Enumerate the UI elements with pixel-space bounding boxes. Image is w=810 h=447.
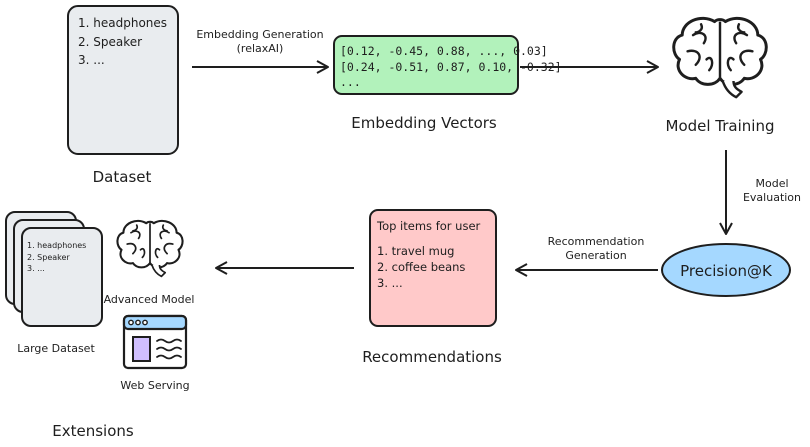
recommendation-generation-arrow	[515, 263, 658, 277]
advanced-model-node	[116, 219, 184, 278]
browser-dot-3	[142, 319, 148, 326]
embedding-generation-arrow	[192, 60, 329, 74]
recommendations-label: Recommendations	[362, 348, 502, 366]
embedding-vectors-box	[333, 35, 519, 95]
recommendation-generation-label-line1: Recommendation	[548, 235, 645, 248]
browser-dot-2	[135, 319, 141, 326]
recommendation-item-3: 3. ...	[377, 276, 403, 290]
large-dataset-card-front	[21, 227, 103, 327]
browser-content-panel	[132, 336, 151, 362]
large-dataset-node: 1. headphones 2. Speaker 3. ...	[5, 211, 103, 327]
dataset-label: Dataset	[93, 168, 152, 186]
dataset-item-2: 2. Speaker	[78, 35, 142, 49]
brain-icon	[672, 16, 768, 99]
dataset-item-3: 3. ...	[78, 53, 105, 67]
large-dataset-item-1: 1. headphones	[27, 241, 86, 250]
advanced-model-label: Advanced Model	[104, 293, 195, 306]
embedding-vectors-node: [0.12, -0.45, 0.88, ..., 0.03] [0.24, -0…	[333, 35, 562, 95]
recommendations-node: Top items for user 1. travel mug 2. coff…	[369, 209, 497, 327]
model-evaluation-label-line2: Evaluation	[743, 191, 801, 204]
web-serving-node	[122, 314, 188, 370]
embedding-generation-label-line1: Embedding Generation	[196, 28, 323, 41]
model-evaluation-arrow	[719, 150, 733, 235]
dataset-node: 1. headphones 2. Speaker 3. ...	[67, 5, 179, 155]
recommendations-box	[369, 209, 497, 327]
to-extensions-arrow	[215, 261, 354, 275]
recommendation-item-1: 1. travel mug	[377, 244, 454, 258]
embedding-vectors-label: Embedding Vectors	[351, 114, 497, 132]
to-model-training-arrow	[520, 60, 659, 74]
precision-at-k-ellipse	[661, 243, 791, 297]
model-training-label: Model Training	[666, 117, 775, 135]
precision-at-k-label: Precision@K	[680, 262, 773, 280]
model-training-node	[672, 16, 768, 99]
browser-wave-lines	[156, 338, 182, 360]
large-dataset-item-3: 3. ...	[27, 264, 45, 273]
embedding-vector-row-3: ...	[340, 75, 361, 89]
precision-at-k-node: Precision@K	[661, 243, 791, 297]
embedding-generation-label-line2: (relaxAI)	[237, 42, 284, 55]
browser-title-bar	[122, 314, 188, 331]
extensions-label: Extensions	[52, 422, 134, 440]
dataset-card	[67, 5, 179, 155]
recommendation-item-2: 2. coffee beans	[377, 260, 465, 274]
browser-dot-1	[128, 319, 134, 326]
embedding-vector-row-1: [0.12, -0.45, 0.88, ..., 0.03]	[340, 44, 548, 58]
large-dataset-item-2: 2. Speaker	[27, 253, 70, 262]
large-dataset-label: Large Dataset	[17, 342, 95, 355]
dataset-item-1: 1. headphones	[78, 16, 167, 30]
recommendations-header: Top items for user	[376, 219, 481, 233]
model-evaluation-label-line1: Model	[755, 177, 788, 190]
advanced-model-brain-icon	[116, 219, 184, 278]
embedding-vector-row-2: [0.24, -0.51, 0.87, 0.10, -0.32]	[340, 60, 562, 74]
web-serving-label: Web Serving	[120, 379, 189, 392]
recommendation-generation-label-line2: Generation	[565, 249, 626, 262]
